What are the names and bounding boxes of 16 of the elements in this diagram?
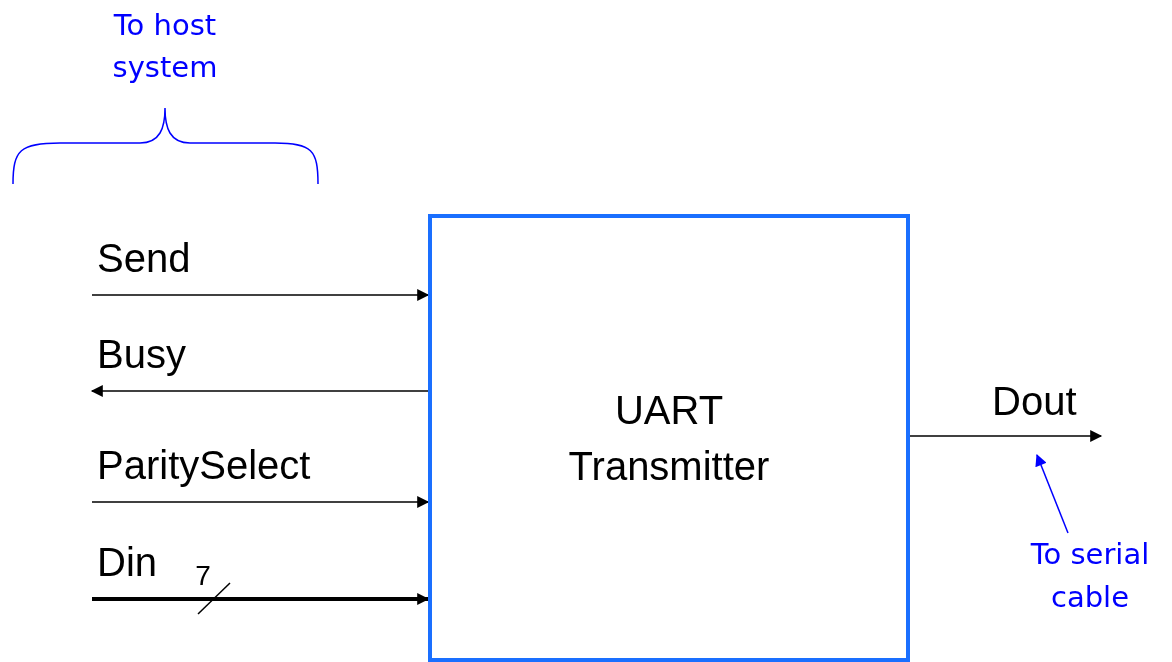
signal-name: Dout: [992, 381, 1077, 421]
signal-arrow: [909, 430, 1103, 442]
bus-width-label: 7: [194, 559, 212, 593]
signal-arrow: [90, 385, 429, 397]
signal-arrow: [91, 496, 430, 508]
signal-arrow: [91, 289, 430, 301]
annotation-text: To host system: [111, 7, 219, 87]
transmitter-block: [428, 214, 910, 662]
signal-name: Busy: [97, 334, 186, 374]
leader-line: [1035, 453, 1069, 534]
signal-name: Send: [97, 238, 191, 278]
signal-name: ParitySelect: [97, 445, 311, 485]
signal-name: Din: [97, 542, 158, 582]
block-title: UART Transmitter: [567, 387, 771, 490]
annotation-text: To serial cable: [1029, 535, 1151, 616]
signal-arrow: [92, 593, 430, 605]
